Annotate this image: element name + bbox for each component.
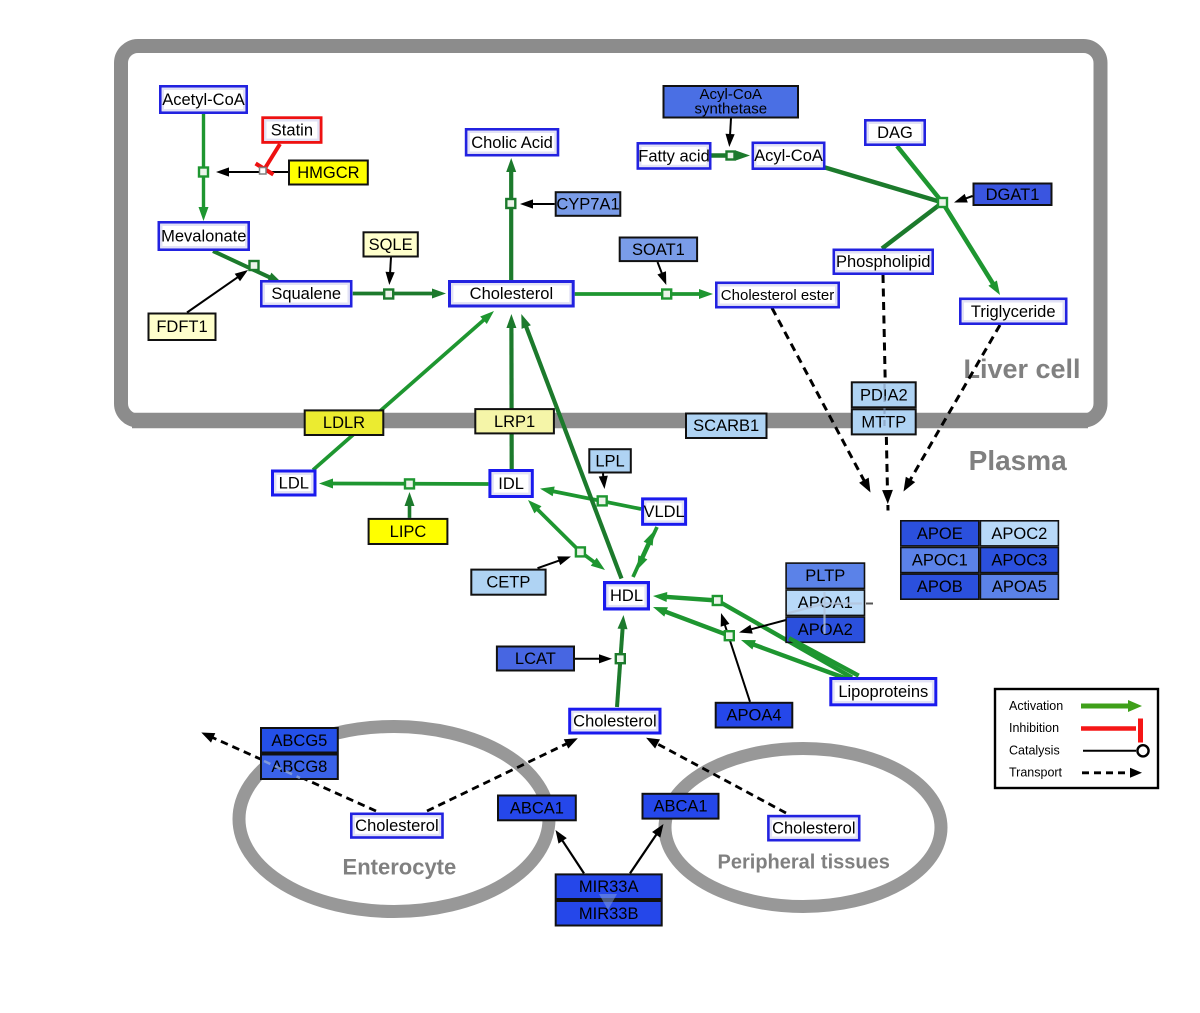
svg-text:synthetase: synthetase [695, 101, 768, 118]
svg-text:LCAT: LCAT [515, 650, 556, 668]
svg-text:CETP: CETP [486, 574, 530, 592]
svg-text:Cholesterol ester: Cholesterol ester [721, 287, 834, 304]
svg-text:CYP7A1: CYP7A1 [556, 196, 619, 214]
svg-text:APOC1: APOC1 [912, 552, 968, 570]
svg-text:Cholesterol: Cholesterol [470, 285, 553, 303]
svg-text:HDL: HDL [610, 587, 643, 605]
svg-text:PLTP: PLTP [805, 567, 845, 585]
svg-text:APOC2: APOC2 [991, 525, 1047, 543]
svg-text:Acyl-CoA: Acyl-CoA [700, 86, 763, 103]
svg-text:Phospholipid: Phospholipid [836, 253, 931, 271]
svg-text:Statin: Statin [271, 122, 313, 140]
svg-text:SCARB1: SCARB1 [693, 417, 759, 435]
svg-text:APOB: APOB [917, 578, 963, 596]
svg-text:APOA4: APOA4 [726, 707, 781, 725]
svg-text:APOA5: APOA5 [992, 578, 1047, 596]
svg-text:SOAT1: SOAT1 [632, 241, 685, 259]
svg-text:Peripheral tissues: Peripheral tissues [718, 852, 890, 874]
svg-text:Enterocyte: Enterocyte [343, 855, 457, 880]
svg-text:LDL: LDL [279, 475, 309, 493]
svg-text:MIR33A: MIR33A [579, 878, 639, 896]
svg-text:Cholesterol: Cholesterol [772, 820, 855, 838]
svg-text:MIR33B: MIR33B [579, 905, 639, 923]
svg-text:SQLE: SQLE [369, 236, 413, 254]
svg-text:Cholesterol: Cholesterol [573, 713, 656, 731]
svg-text:Lipoproteins: Lipoproteins [838, 683, 928, 701]
svg-text:LRP1: LRP1 [494, 413, 535, 431]
svg-text:ABCG8: ABCG8 [271, 758, 327, 776]
svg-text:VLDL: VLDL [643, 503, 684, 521]
svg-text:APOC3: APOC3 [991, 552, 1047, 570]
svg-text:DGAT1: DGAT1 [986, 186, 1040, 204]
svg-text:ABCG5: ABCG5 [271, 732, 327, 750]
svg-text:APOE: APOE [917, 525, 963, 543]
svg-text:DAG: DAG [877, 124, 913, 142]
svg-text:PDIA2: PDIA2 [860, 386, 908, 404]
svg-text:Fatty acid: Fatty acid [638, 147, 710, 165]
svg-text:Plasma: Plasma [969, 445, 1067, 476]
svg-text:Transport: Transport [1009, 766, 1063, 780]
svg-text:LDLR: LDLR [323, 414, 365, 432]
svg-text:LPL: LPL [595, 452, 624, 470]
svg-text:HMGCR: HMGCR [297, 164, 359, 182]
svg-text:Triglyceride: Triglyceride [971, 303, 1056, 321]
svg-text:IDL: IDL [498, 475, 524, 493]
svg-text:Acyl-CoA: Acyl-CoA [754, 147, 823, 165]
svg-text:Squalene: Squalene [271, 285, 341, 303]
svg-text:Cholic Acid: Cholic Acid [471, 134, 553, 152]
svg-text:Catalysis: Catalysis [1009, 743, 1060, 757]
svg-text:Acetyl-CoA: Acetyl-CoA [162, 91, 245, 109]
svg-text:Inhibition: Inhibition [1009, 721, 1059, 735]
svg-text:Liver cell: Liver cell [963, 354, 1080, 384]
svg-text:LIPC: LIPC [390, 523, 427, 541]
svg-text:Mevalonate: Mevalonate [161, 228, 246, 246]
svg-text:ABCA1: ABCA1 [510, 799, 564, 817]
svg-text:Cholesterol: Cholesterol [355, 817, 438, 835]
svg-text:ABCA1: ABCA1 [653, 798, 707, 816]
svg-text:FDFT1: FDFT1 [156, 318, 207, 336]
svg-text:Activation: Activation [1009, 699, 1063, 713]
